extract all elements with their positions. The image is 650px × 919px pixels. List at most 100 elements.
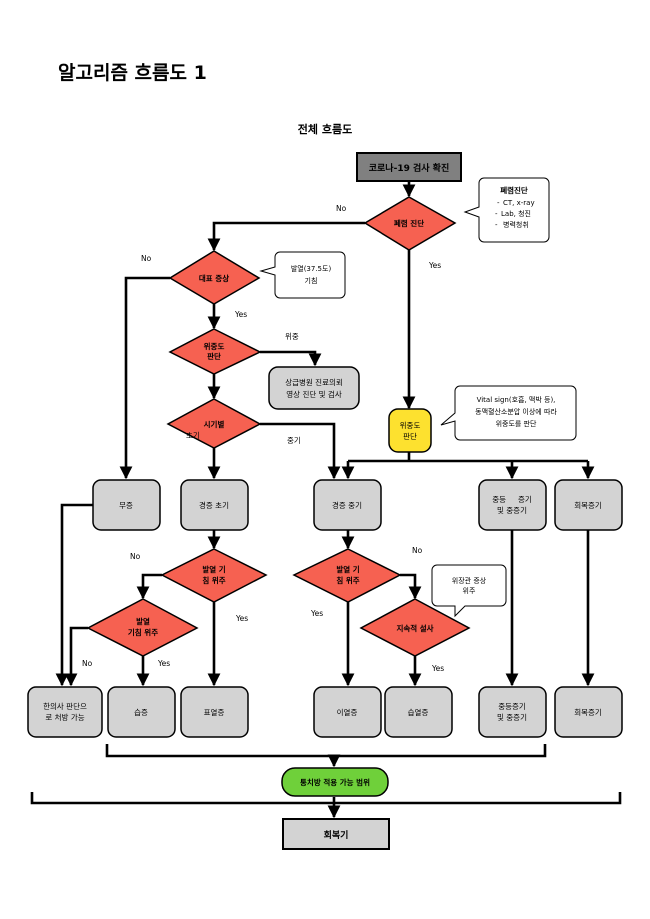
note-pneumonia-item-3: 병력청취 [503, 220, 529, 229]
final-label: 회복기 [324, 829, 349, 841]
edge-label-no-3: No [130, 552, 141, 561]
recovery-stage-box [554, 479, 623, 531]
final-box [282, 818, 390, 850]
fever-cough-3-label-1: 발열 [136, 616, 150, 626]
note-pneumonia-item-2: Lab, 청진 [501, 209, 531, 218]
result-5-label-1: 중등증기 [498, 702, 526, 711]
main-symptom-label: 대표 증상 [199, 273, 229, 283]
edge-main-no [119, 276, 170, 480]
page-title: 알고리즘 흐름도 1 [58, 62, 207, 84]
result-2-label: 표열증 [204, 708, 225, 717]
edge-label-no-4: No [82, 659, 93, 668]
fever-cough-2-label-2: 침 위주 [336, 575, 359, 585]
edge-label-yes-1: Yes [428, 261, 441, 270]
fever-cough-2-diamond [292, 548, 402, 603]
edge-pneumonia-no [207, 221, 365, 252]
note-gi-line-2: 위주 [463, 587, 476, 595]
pneumonia-label: 폐렴 진단 [394, 218, 424, 228]
result-3-label: 이열증 [337, 707, 358, 717]
applicable-box [281, 767, 389, 797]
asymptomatic-box [92, 479, 161, 531]
edge-label-yes-5: Yes [310, 609, 323, 618]
edge-fc2-no [400, 573, 422, 600]
fever-cough-3-label-2: 기침 위주 [128, 627, 158, 637]
edge-label-yes-4: Yes [157, 659, 170, 668]
edge-label-yes-6: Yes [431, 664, 444, 673]
mild-early-box [180, 479, 249, 531]
start-label: 코로나-19 검사 확진 [369, 162, 450, 174]
mild-mid-box [313, 479, 382, 531]
applicable-label: 통치방 적용 가능 범위 [300, 777, 370, 787]
moderate-label-2: 및 중증기 [497, 505, 527, 515]
referral-final-box [27, 686, 103, 738]
severity-1-label-1: 위중도 [204, 341, 225, 351]
note-pneumonia-bullet-3: - [495, 221, 498, 229]
note-gi-line-1: 위장관 증상 [452, 576, 487, 585]
fever-cough-2-label-1: 발열 기 [336, 564, 359, 574]
severity-2-label-2: 판단 [403, 431, 417, 441]
diarrhea-diamond [359, 598, 471, 657]
connectors [30, 181, 622, 819]
fever-cough-3-diamond [86, 598, 199, 657]
referral-label-1: 상급병원 진료의뢰 [285, 377, 343, 387]
result-6-box [554, 686, 623, 738]
note-vital-line-1: Vital sign(호흡, 맥박 등), [477, 395, 556, 404]
nodes: 코로나-19 검사 확진 폐렴 진단 대표 증상 위중도 판단 상급병원 진료의… [27, 152, 623, 850]
note-fever-line-1: 발열(37.5도) [291, 264, 332, 273]
referral-final-label-1: 한의사 판단으 [43, 701, 87, 711]
edge-labels: No Yes No Yes 위중 초기 중기 No Yes No Yes No … [82, 204, 444, 673]
mild-mid-label: 경증 중기 [332, 500, 362, 510]
note-vital-line-2: 동맥혈산소분압 이상에 따라 [475, 407, 557, 416]
edge-fc1-no [136, 573, 162, 600]
severity-2-box [388, 408, 432, 453]
result-3-box [313, 686, 382, 738]
note-pneumonia-item-1: CT, x-ray [503, 199, 535, 207]
note-vital [440, 385, 577, 441]
note-vital-line-3: 위중도를 판단 [496, 419, 537, 428]
edge-label-no-2: No [141, 254, 152, 263]
severity-1-diamond [168, 328, 262, 375]
diarrhea-label: 지속적 설사 [396, 623, 433, 633]
note-pneumonia-bullet-2: - [495, 210, 498, 218]
result-1-label: 습증 [134, 708, 148, 717]
pneumonia-diamond [363, 196, 457, 251]
diagram-title: 전체 흐름도 [298, 122, 352, 136]
start-box [356, 152, 462, 182]
timing-diamond [166, 398, 262, 449]
fever-cough-1-label-2: 침 위주 [202, 575, 225, 585]
note-pneumonia-title: 폐렴진단 [500, 185, 528, 195]
result-4-label: 습열증 [408, 708, 429, 717]
note-pneumonia-dx [463, 177, 550, 243]
edge-mid [260, 422, 341, 480]
edge-label-early: 초기 [186, 431, 200, 440]
fever-cough-1-diamond [160, 548, 268, 603]
result-1-box [107, 686, 176, 738]
fever-cough-1-label-1: 발열 기 [202, 564, 225, 574]
note-fever-line-2: 기침 [305, 276, 318, 285]
callouts: 폐렴진단 - CT, x-ray - Lab, 청진 - 병력청취 발열(37.… [259, 177, 577, 618]
edge-asym-final [55, 503, 93, 687]
edge-label-yes-3: Yes [235, 614, 248, 623]
edge-full-bracket [30, 792, 622, 805]
recovery-stage-label: 회복증기 [574, 501, 602, 510]
result-5-label-2: 및 중증기 [497, 712, 527, 722]
result-5-box [478, 686, 547, 738]
referral-final-label-2: 로 처방 가능 [45, 712, 84, 722]
note-fever [259, 251, 346, 299]
referral-box [268, 366, 360, 410]
asymptomatic-label: 무증 [119, 501, 133, 510]
timing-label: 시기별 [204, 419, 225, 429]
edge-label-yes-2: Yes [234, 310, 247, 319]
moderate-label-1: 중등 증기 [492, 495, 532, 504]
referral-label-2: 영상 진단 및 검사 [286, 389, 342, 399]
edge-collector [105, 744, 547, 758]
severity-1-label-2: 판단 [207, 351, 221, 361]
result-2-box [180, 686, 249, 738]
edge-severe [260, 350, 322, 367]
result-4-box [384, 686, 453, 738]
mild-early-label: 경증 초기 [199, 500, 229, 510]
main-symptom-diamond [168, 250, 261, 305]
edge-label-mid: 중기 [287, 436, 301, 445]
edge-label-no-5: No [412, 546, 423, 555]
